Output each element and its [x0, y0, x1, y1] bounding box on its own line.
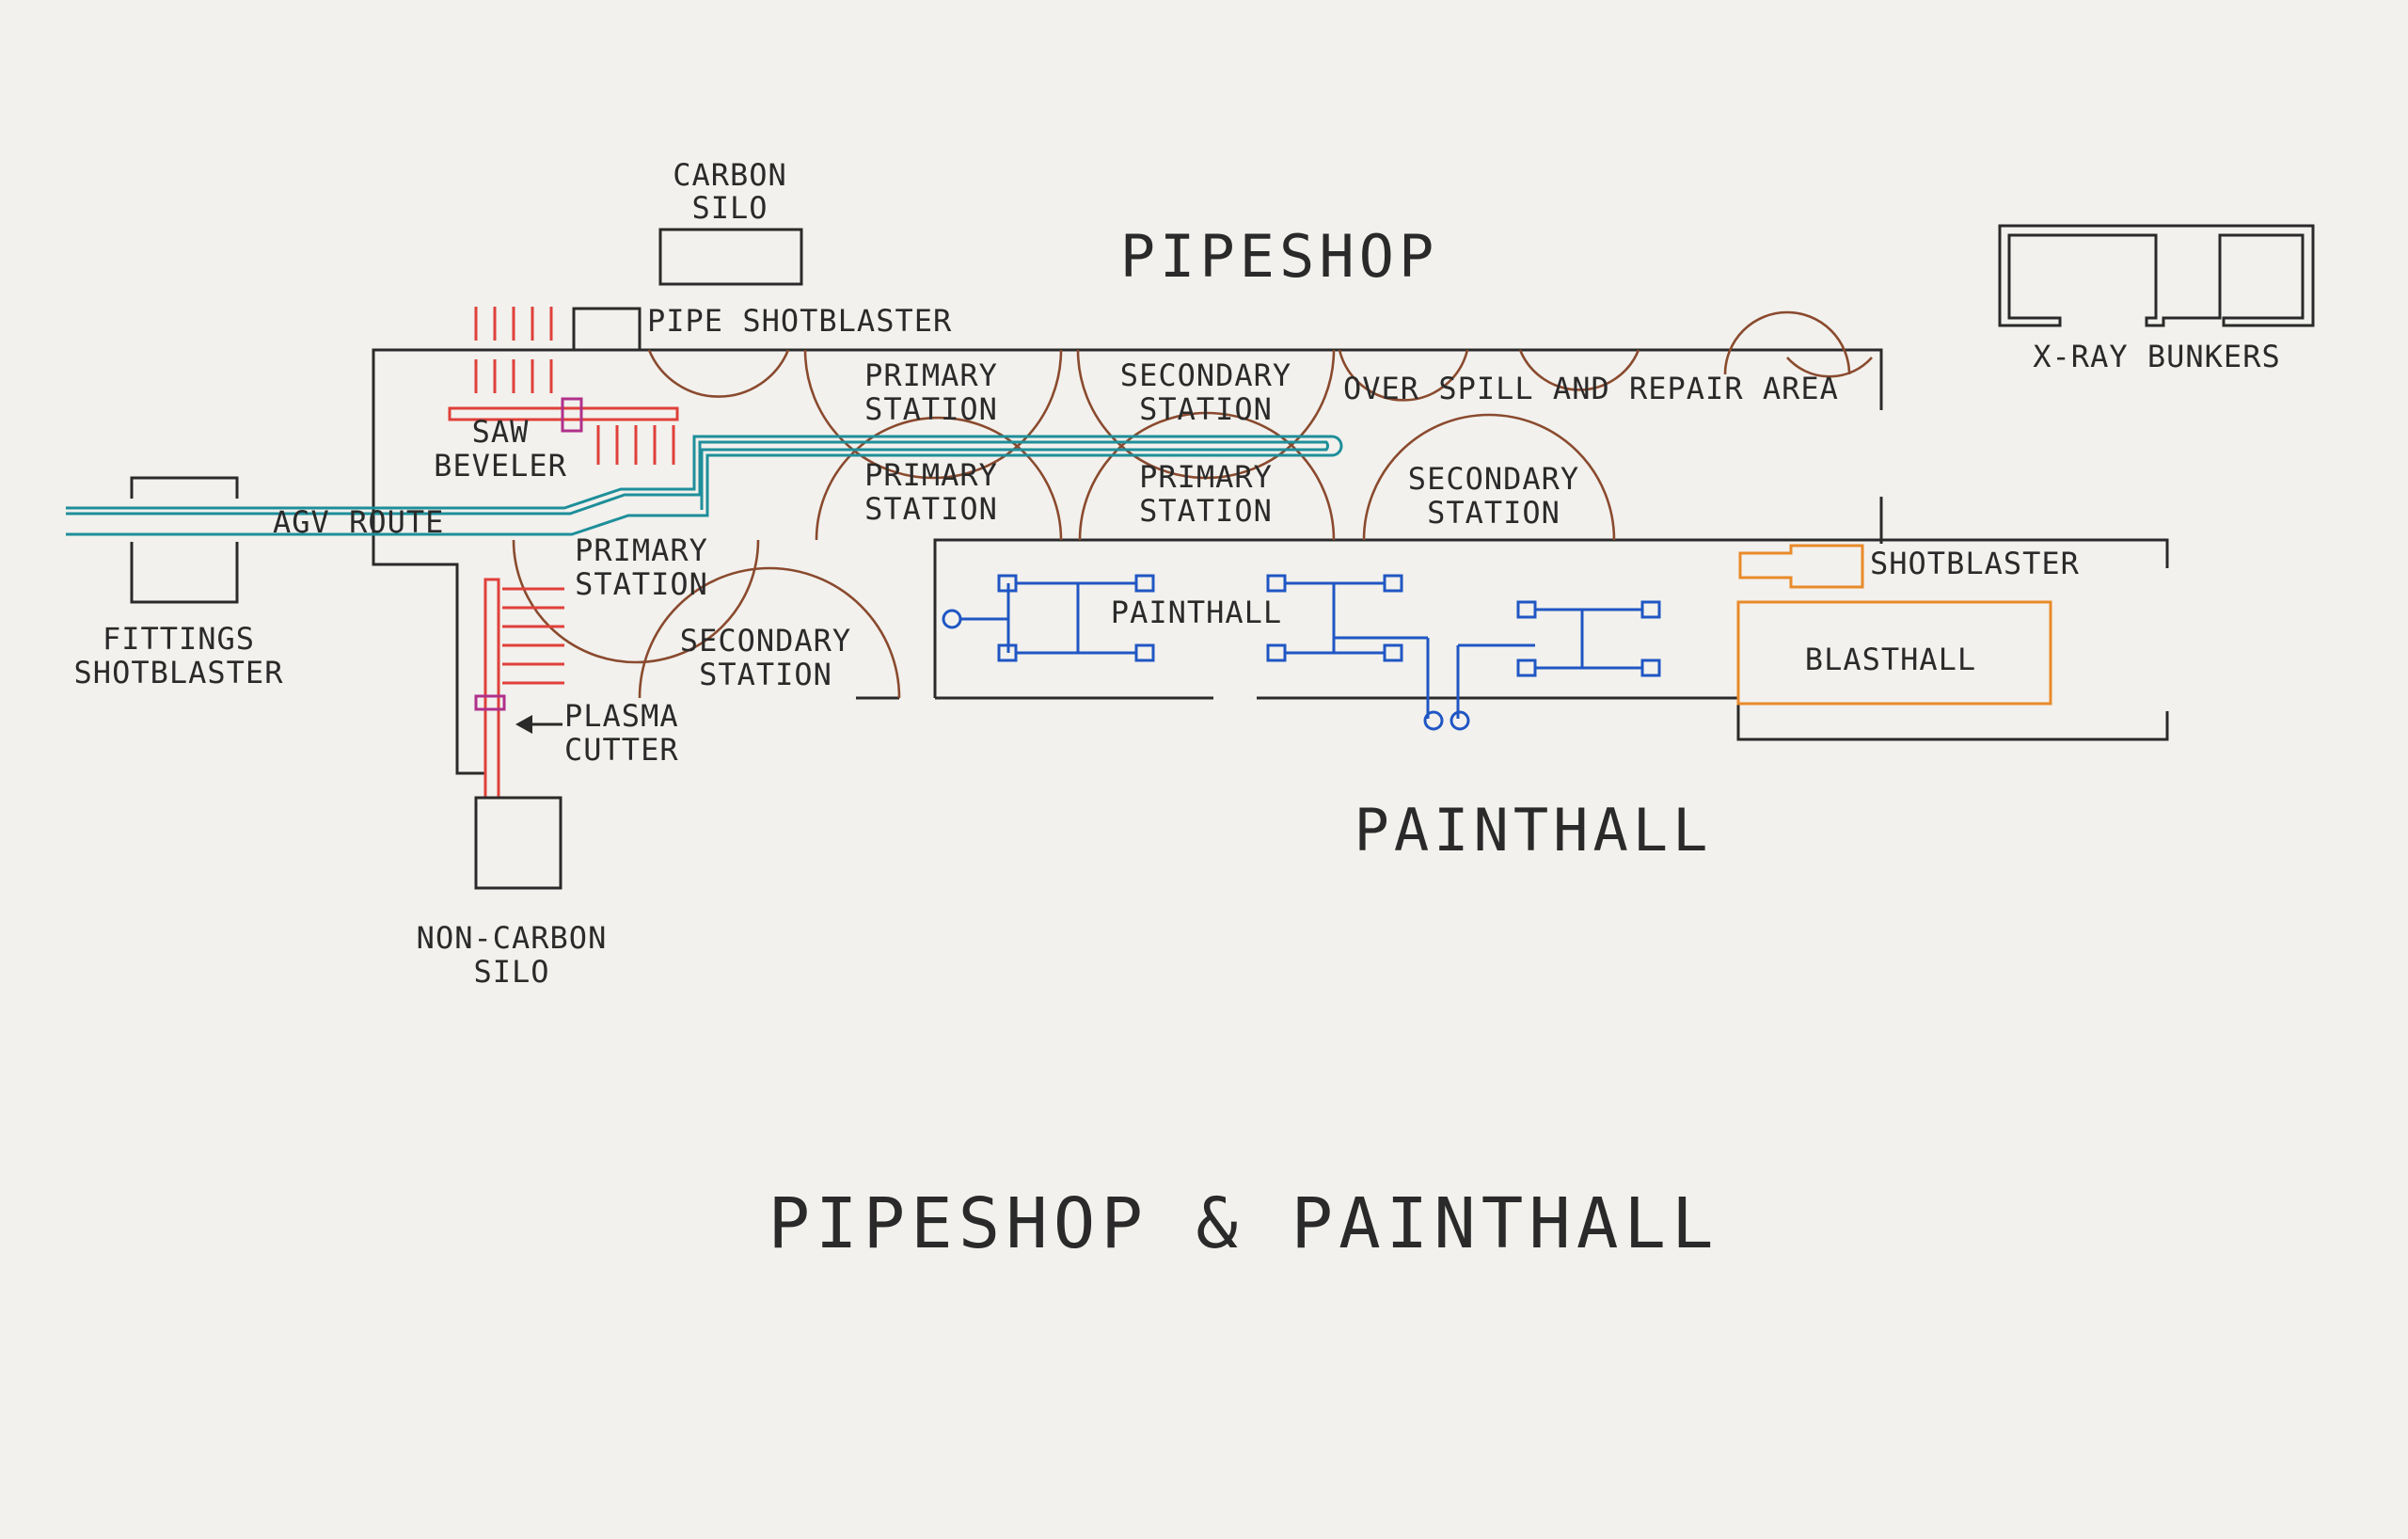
saw-beveler: SAW BEVELER	[434, 307, 679, 484]
agv-route: AGV ROUTE	[66, 435, 1343, 540]
painthall-paint-lines: PAINTHALL	[942, 574, 1661, 731]
pipe-shotblaster-label: PIPE SHOTBLASTER	[647, 303, 952, 339]
primary-station-top1-label-2: STATION	[864, 391, 998, 427]
saw-beveler-label-1: SAW	[472, 414, 530, 450]
carbon-silo-label-2: SILO	[691, 190, 768, 226]
primary-station-mid1-label-1: PRIMARY	[864, 457, 998, 493]
secondary-station-top1-label-1: SECONDARY	[1120, 357, 1291, 393]
primary-station-left-label-2: STATION	[575, 566, 708, 602]
agv-route-label: AGV ROUTE	[273, 504, 444, 540]
primary-station-mid1-label-2: STATION	[864, 491, 998, 527]
non-carbon-silo: NON-CARBON SILO	[417, 796, 608, 990]
plasma-cutter-label-1: PLASMA	[564, 698, 679, 734]
shotblaster-label: SHOTBLASTER	[1870, 546, 2080, 581]
pipeshop-building-outline	[372, 348, 2169, 775]
drawing-title: PIPESHOP & PAINTHALL	[768, 1183, 1719, 1264]
carbon-silo-label-1: CARBON	[673, 157, 787, 193]
fittings-shotblaster-label-2: SHOTBLASTER	[74, 655, 284, 690]
shotblaster-blasthall: SHOTBLASTER BLASTHALL	[1736, 544, 2080, 706]
secondary-station-mid-label-1: SECONDARY	[1408, 461, 1579, 497]
secondary-station-left-label-1: SECONDARY	[680, 623, 851, 658]
pipe-shotblaster: PIPE SHOTBLASTER	[572, 303, 952, 350]
overspill-repair-area-label: OVER SPILL AND REPAIR AREA	[1343, 371, 1839, 406]
blasthall-label: BLASTHALL	[1805, 642, 1976, 677]
plasma-cutter-label-2: CUTTER	[564, 732, 679, 768]
saw-beveler-label-2: BEVELER	[434, 448, 567, 484]
primary-station-left-label-1: PRIMARY	[575, 532, 708, 568]
pipeshop-heading: PIPESHOP	[1120, 222, 1439, 291]
plasma-cutter: PLASMA CUTTER	[474, 578, 679, 800]
primary-station-mid2-label-1: PRIMARY	[1139, 459, 1273, 495]
xray-bunkers: X-RAY BUNKERS	[1998, 224, 2315, 374]
secondary-station-left-label-2: STATION	[699, 657, 832, 692]
carbon-silo: CARBON SILO	[658, 157, 803, 286]
xray-bunkers-label: X-RAY BUNKERS	[2033, 339, 2280, 374]
noncarbon-silo-label-2: SILO	[473, 954, 549, 990]
station-arcs	[512, 310, 1873, 699]
painthall-inner-label: PAINTHALL	[1111, 595, 1282, 630]
secondary-station-top1-label-2: STATION	[1139, 391, 1273, 427]
noncarbon-silo-label-1: NON-CARBON	[417, 920, 608, 956]
painthall-heading: PAINTHALL	[1354, 796, 1713, 865]
primary-station-mid2-label-2: STATION	[1139, 493, 1273, 529]
primary-station-top1-label-1: PRIMARY	[864, 357, 998, 393]
fittings-shotblaster-label-1: FITTINGS	[103, 621, 255, 657]
secondary-station-mid-label-2: STATION	[1427, 495, 1560, 531]
fittings-shotblaster: FITTINGS SHOTBLASTER	[74, 476, 284, 690]
